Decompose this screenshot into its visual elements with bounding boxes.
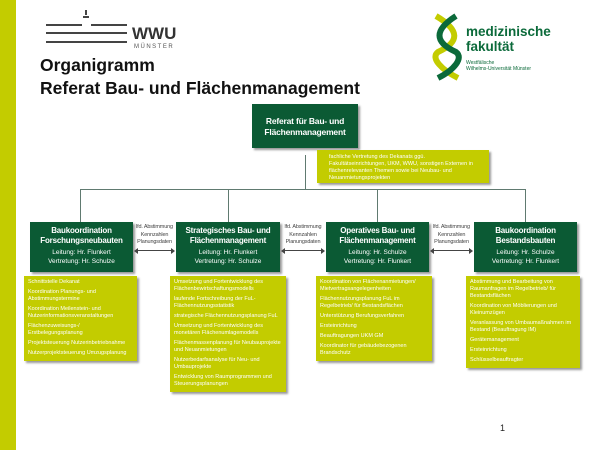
unit-box: Baukoordination Bestandsbauten Leitung: …: [474, 222, 577, 272]
unit-task-list: Koordination von Flächenanmietungen/ Mie…: [316, 276, 432, 361]
task-item: Gerätemanagement: [470, 337, 519, 343]
task-item: Koordination von Möblierungen und Kleinu…: [470, 303, 557, 316]
connector: [80, 189, 526, 190]
task-item: Entwicklung von Raumprogrammen und Steue…: [174, 374, 272, 387]
connector: [80, 189, 81, 222]
unit-box: Operatives Bau- und Flächenmanagement Le…: [326, 222, 429, 272]
task-item: Projektsteuerung Nutzerinbetriebnahme: [28, 340, 126, 346]
task-item: Koordinator für gebäudebezogenen Brandsc…: [320, 343, 407, 356]
task-item: Koordination Planungs- und Abstimmungste…: [28, 289, 96, 302]
task-item: Flächenmassenplanung für Neubauprojekte …: [174, 340, 281, 353]
bidirectional-arrow-icon: [430, 247, 473, 254]
task-item: Ersteinrichtung: [470, 347, 507, 353]
task-item: Koordination von Flächenanmietungen/ Mie…: [320, 279, 416, 292]
wwu-logo: WWU MÜNSTER: [46, 10, 186, 52]
connector: [228, 189, 229, 222]
task-item: Umsetzung und Fortentwicklung des Fläche…: [174, 279, 263, 292]
task-item: Schlüsselbeauftragter: [470, 357, 524, 363]
helix-icon: [432, 13, 462, 81]
side-accent-bar: [0, 0, 16, 450]
task-item: Flächenzuweisungs-/ Erstbelegungsplanung: [28, 323, 83, 336]
top-unit-box: Referat für Bau- und Flächenmanagement: [252, 104, 358, 148]
unit-task-list: Abstimmung und Bearbeitung von Raumanfra…: [466, 276, 580, 368]
task-item: strategische Flächennutzungsplanung FuL: [174, 313, 278, 319]
task-item: Schnittstelle Dekanat: [28, 279, 80, 285]
task-item: Beauftragungen UKM GM: [320, 333, 384, 339]
bidirectional-arrow-icon: [134, 247, 175, 254]
task-item: Koordination Meilenstein- und Nutzerinfo…: [28, 306, 114, 319]
task-item: Ersteinrichtung: [320, 323, 357, 329]
page-title: Organigramm: [40, 55, 155, 75]
connector: [377, 189, 378, 222]
task-item: Veranlassung von Umbaumaßnahmen im Besta…: [470, 320, 572, 333]
page-number: 1: [500, 423, 506, 433]
page-subtitle: Referat Bau- und Flächenmanagement: [40, 78, 360, 98]
top-unit-note: fachliche Vertretung des Dekanats ggü. F…: [317, 150, 489, 183]
task-item: Abstimmung und Bearbeitung von Raumanfra…: [470, 279, 556, 299]
unit-task-list: Umsetzung und Fortentwicklung des Fläche…: [170, 276, 286, 392]
connector: [525, 189, 526, 222]
bidirectional-arrow-icon: [281, 247, 325, 254]
task-item: Unterstützung Berufungsverfahren: [320, 313, 405, 319]
connector: [305, 155, 306, 189]
unit-box: Strategisches Bau- und Flächenmanagement…: [176, 222, 280, 272]
unit-box: Baukoordination Forschungsneubauten Leit…: [30, 222, 133, 272]
task-item: Flächennutzungsplanung FuL im Regelbetri…: [320, 296, 403, 309]
task-item: laufende Fortschreibung der FuL-Flächenn…: [174, 296, 256, 309]
task-item: Umsetzung und Fortentwicklung des monetä…: [174, 323, 263, 336]
task-item: Nutzerprojektsteuerung Umzugsplanung: [28, 350, 127, 356]
task-item: Nutzerbedarfsanalyse für Neu- und Umbaup…: [174, 357, 260, 370]
